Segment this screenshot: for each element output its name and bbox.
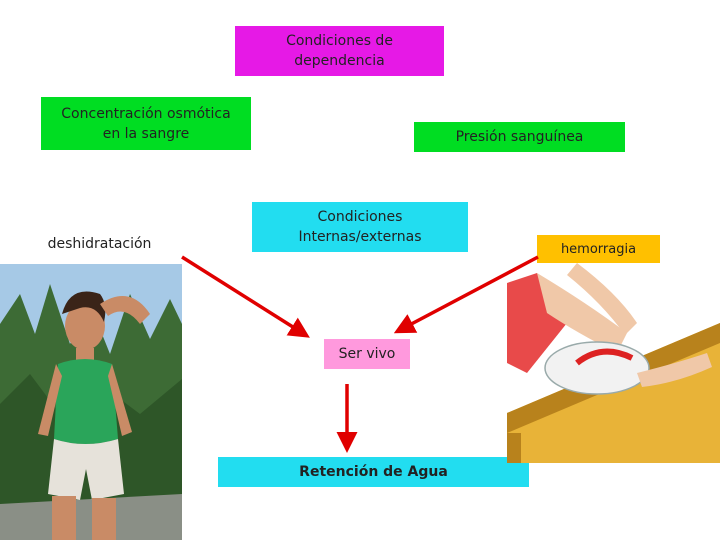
node-concentracion-osmotica: Concentración osmótica en la sangre xyxy=(41,97,251,150)
woman-runner-photo xyxy=(0,264,182,540)
node-deshidratacion: deshidratación xyxy=(21,229,178,259)
node-condiciones-internas-externas: Condiciones Internas/externas xyxy=(252,202,468,252)
node-condiciones-dependencia: Condiciones de dependencia xyxy=(235,26,444,76)
node-presion-sanguinea: Presión sanguínea xyxy=(414,122,625,152)
node-retencion-agua: Retención de Agua xyxy=(218,457,529,487)
node-hemorragia: hemorragia xyxy=(537,235,660,265)
node-ser-vivo: Ser vivo xyxy=(324,339,410,369)
arrow-deshidratacion-to-ser-vivo xyxy=(181,255,310,338)
bleeding-arm-bandage-illustration xyxy=(507,263,720,463)
